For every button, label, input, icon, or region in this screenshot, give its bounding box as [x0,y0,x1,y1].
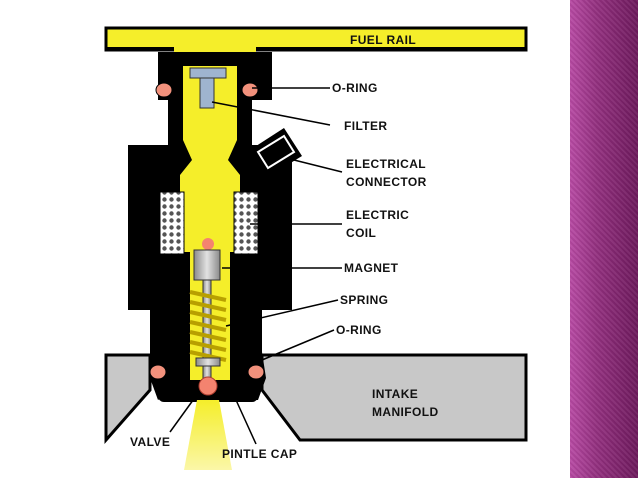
slide-accent-band [570,0,638,478]
valve [184,376,232,470]
label-spring: SPRING [340,293,388,307]
label-pintle-cap: PINTLE CAP [222,447,297,461]
label-valve: VALVE [130,435,170,449]
label-o-ring-bottom: O-RING [336,323,382,337]
filter [189,67,227,109]
label-filter: FILTER [344,119,388,133]
electrical-connector [250,128,302,178]
label-intake: INTAKE [372,387,418,401]
spring-seat [195,357,221,367]
label-fuel-rail: FUEL RAIL [350,33,416,47]
electric-coil [159,191,259,255]
label-electric: ELECTRIC [346,208,409,222]
label-magnet: MAGNET [344,261,399,275]
label-coil: COIL [346,226,376,240]
label-connector: CONNECTOR [346,175,427,189]
intake-manifold [104,353,528,444]
leader-lines [169,87,343,445]
label-manifold: MANIFOLD [372,405,439,419]
o-ring-bottom-shapes [149,364,265,380]
spring [189,290,227,362]
label-o-ring-top: O-RING [332,81,378,95]
o-ring-top-shapes [155,82,259,98]
label-electrical: ELECTRICAL [346,157,426,171]
